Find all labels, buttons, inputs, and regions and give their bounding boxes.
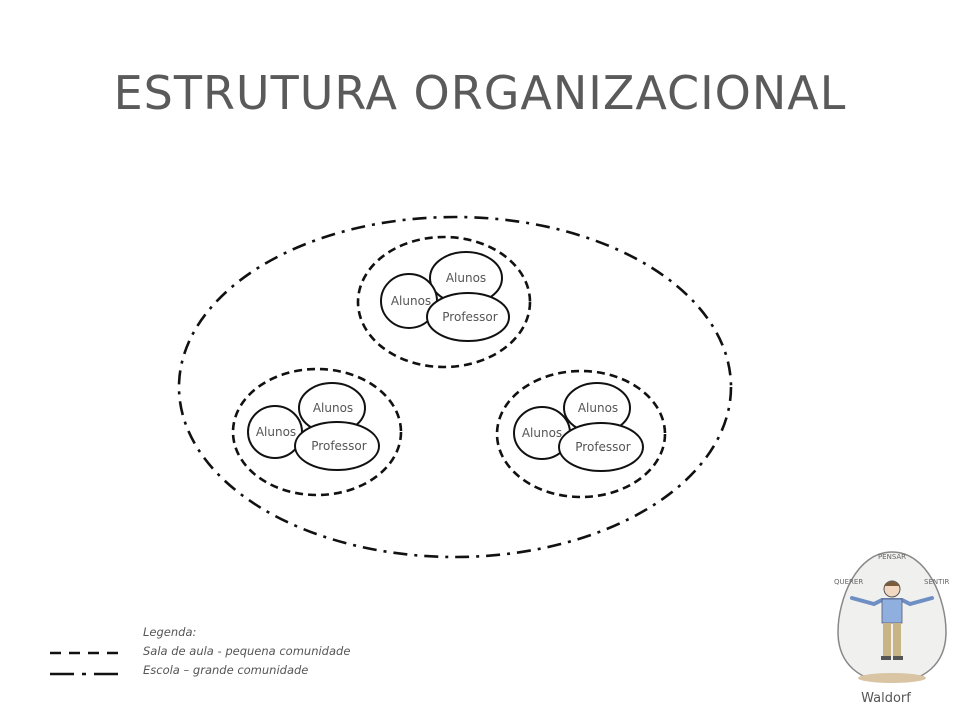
students-label: Alunos [391,294,431,308]
students-label: Alunos [313,401,353,415]
logo-caption: Waldorf [861,691,911,706]
classroom-boundary [231,367,403,497]
students-label: Alunos [522,426,562,440]
ground-shadow [858,673,926,683]
classroom-group: Alunos Alunos Professor [356,235,532,369]
legend-item-school: Escola – grande comunidade [143,663,308,677]
teacher-circle [558,422,644,472]
legend: Legenda: Sala de aula - pequena comunida… [50,625,350,677]
child-figure-icon [850,580,934,660]
teacher-label: Professor [575,440,630,454]
organizational-diagram: Alunos Alunos Professor Alunos Alunos Pr… [177,215,733,559]
classroom-group: Alunos Alunos Professor [231,367,403,497]
students-label: Alunos [578,401,618,415]
slide-title: ESTRUTURA ORGANIZACIONAL [113,66,847,120]
classroom-group: Alunos Alunos Professor [495,369,667,499]
waldorf-logo: PENSAR QUERER SENTIR Waldorf [834,551,949,706]
legend-item-classroom: Sala de aula - pequena comunidade [143,644,350,658]
students-label: Alunos [446,271,486,285]
logo-pensar: PENSAR [878,553,906,561]
logo-querer: QUERER [834,578,863,586]
school-boundary [177,215,733,559]
teacher-circle [426,292,510,342]
teacher-label: Professor [442,310,497,324]
logo-sentir: SENTIR [924,578,949,586]
classroom-boundary [495,369,667,499]
teacher-circle [294,421,380,471]
legend-heading: Legenda: [143,625,196,639]
classroom-boundary [356,235,532,369]
teacher-label: Professor [311,439,366,453]
students-label: Alunos [256,425,296,439]
